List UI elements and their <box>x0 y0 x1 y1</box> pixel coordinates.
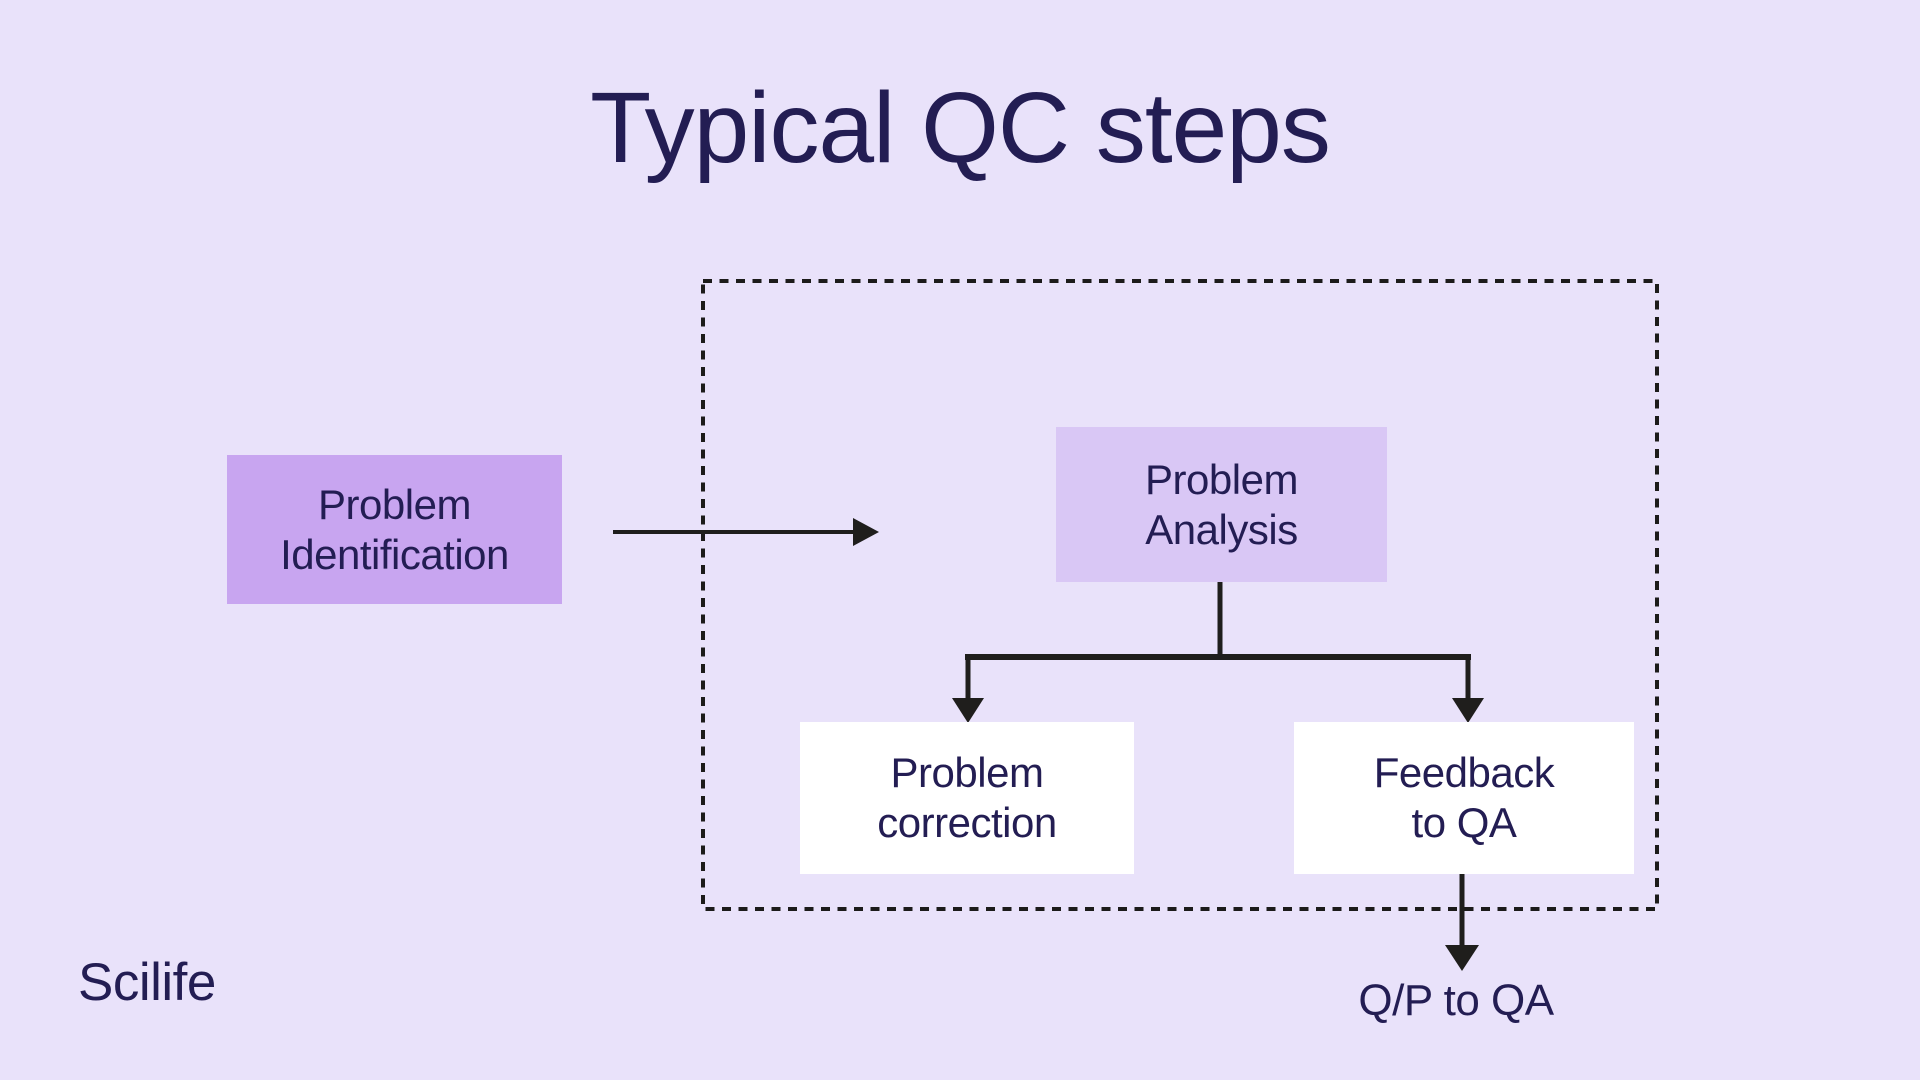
node-label-line: Problem <box>318 480 471 528</box>
node-problem-analysis: Problem Analysis <box>1056 427 1387 582</box>
scilife-logo: Scilife <box>78 953 216 1012</box>
node-label-line: Feedback <box>1373 749 1555 796</box>
arrowhead-down-output-icon <box>1445 945 1479 971</box>
output-label-qp-to-qa: Q/P to QA <box>1358 976 1554 1025</box>
arrowhead-down-left-icon <box>952 698 984 723</box>
node-label-line: Problem <box>890 749 1044 796</box>
node-label-line: correction <box>877 799 1057 846</box>
node-label-line: Problem <box>1145 455 1298 503</box>
page-title: Typical QC steps <box>590 72 1331 184</box>
node-label-line: Identification <box>280 530 509 578</box>
node-label-line: Analysis <box>1145 505 1298 553</box>
arrowhead-right-icon <box>853 518 879 546</box>
arrowhead-down-right-icon <box>1452 698 1484 723</box>
node-problem-identification: Problem Identification <box>227 455 562 604</box>
node-label-line: to QA <box>1411 799 1517 846</box>
node-feedback-to-qa: Feedback to QA <box>1294 722 1634 874</box>
node-problem-correction: Problem correction <box>800 722 1134 874</box>
